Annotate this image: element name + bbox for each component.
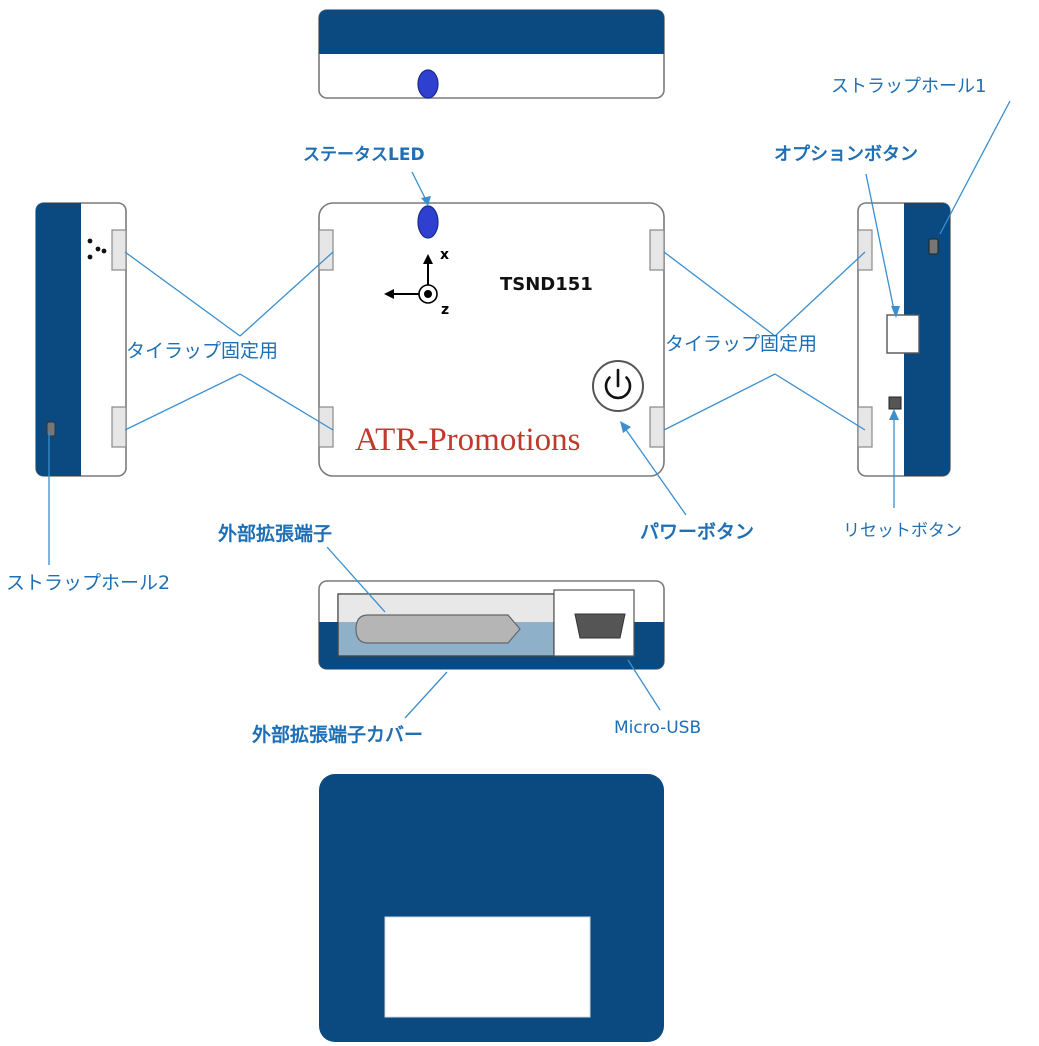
tie-wrap-slot xyxy=(318,406,334,448)
connector-view xyxy=(318,580,665,670)
right-side-view xyxy=(857,202,951,477)
label-reset-button: リセットボタン xyxy=(843,521,962,541)
back-view xyxy=(319,774,664,1042)
tie-wrap-slot xyxy=(649,229,665,271)
brand-logo: ATR-Promotions xyxy=(355,422,581,458)
back-label-area xyxy=(384,916,591,1018)
label-option-button: オプションボタン xyxy=(774,143,918,165)
axis-x-label: x xyxy=(440,247,449,263)
model-label: TSND151 xyxy=(500,274,593,295)
front-view: x z TSND151 ATR-Promotions xyxy=(318,202,665,477)
status-led-icon xyxy=(417,205,439,239)
label-power-button: パワーボタン xyxy=(640,521,754,543)
option-button-icon xyxy=(886,314,920,354)
axis-z-label: z xyxy=(441,302,449,318)
strap-hole-1-icon xyxy=(928,238,939,255)
reset-button-icon xyxy=(888,396,902,410)
status-led-top-icon xyxy=(417,69,439,99)
tie-wrap-slot xyxy=(111,229,127,271)
label-micro-usb: Micro-USB xyxy=(614,718,701,738)
tie-wrap-slot xyxy=(857,229,873,271)
tie-wrap-slot xyxy=(111,406,127,448)
ext-terminal-connector xyxy=(355,614,521,644)
strap-hole-2-icon xyxy=(46,421,56,437)
tie-wrap-slot xyxy=(649,406,665,448)
vent-dots-icon xyxy=(87,238,107,260)
tie-wrap-slot xyxy=(857,406,873,448)
label-strap-hole-1: ストラップホール1 xyxy=(831,76,986,97)
label-tie-wrap-left: タイラップ固定用 xyxy=(126,340,278,362)
power-button-icon xyxy=(592,360,644,412)
tie-wrap-slot xyxy=(318,229,334,271)
label-strap-hole-2: ストラップホール2 xyxy=(6,572,170,594)
label-tie-wrap-right: タイラップ固定用 xyxy=(665,333,817,355)
left-side-view xyxy=(35,202,127,477)
label-ext-terminal: 外部拡張端子 xyxy=(218,522,332,545)
callout-labels: ステータスLED ストラップホール1 オプションボタン タイラップ固定用 タイラ… xyxy=(6,76,986,746)
top-view xyxy=(318,9,665,99)
micro-usb-icon xyxy=(574,613,626,639)
label-status-led: ステータスLED xyxy=(303,145,425,165)
label-ext-terminal-cover: 外部拡張端子カバー xyxy=(252,723,423,746)
axis-indicator-icon xyxy=(384,254,438,304)
leader-lines xyxy=(48,100,1011,719)
